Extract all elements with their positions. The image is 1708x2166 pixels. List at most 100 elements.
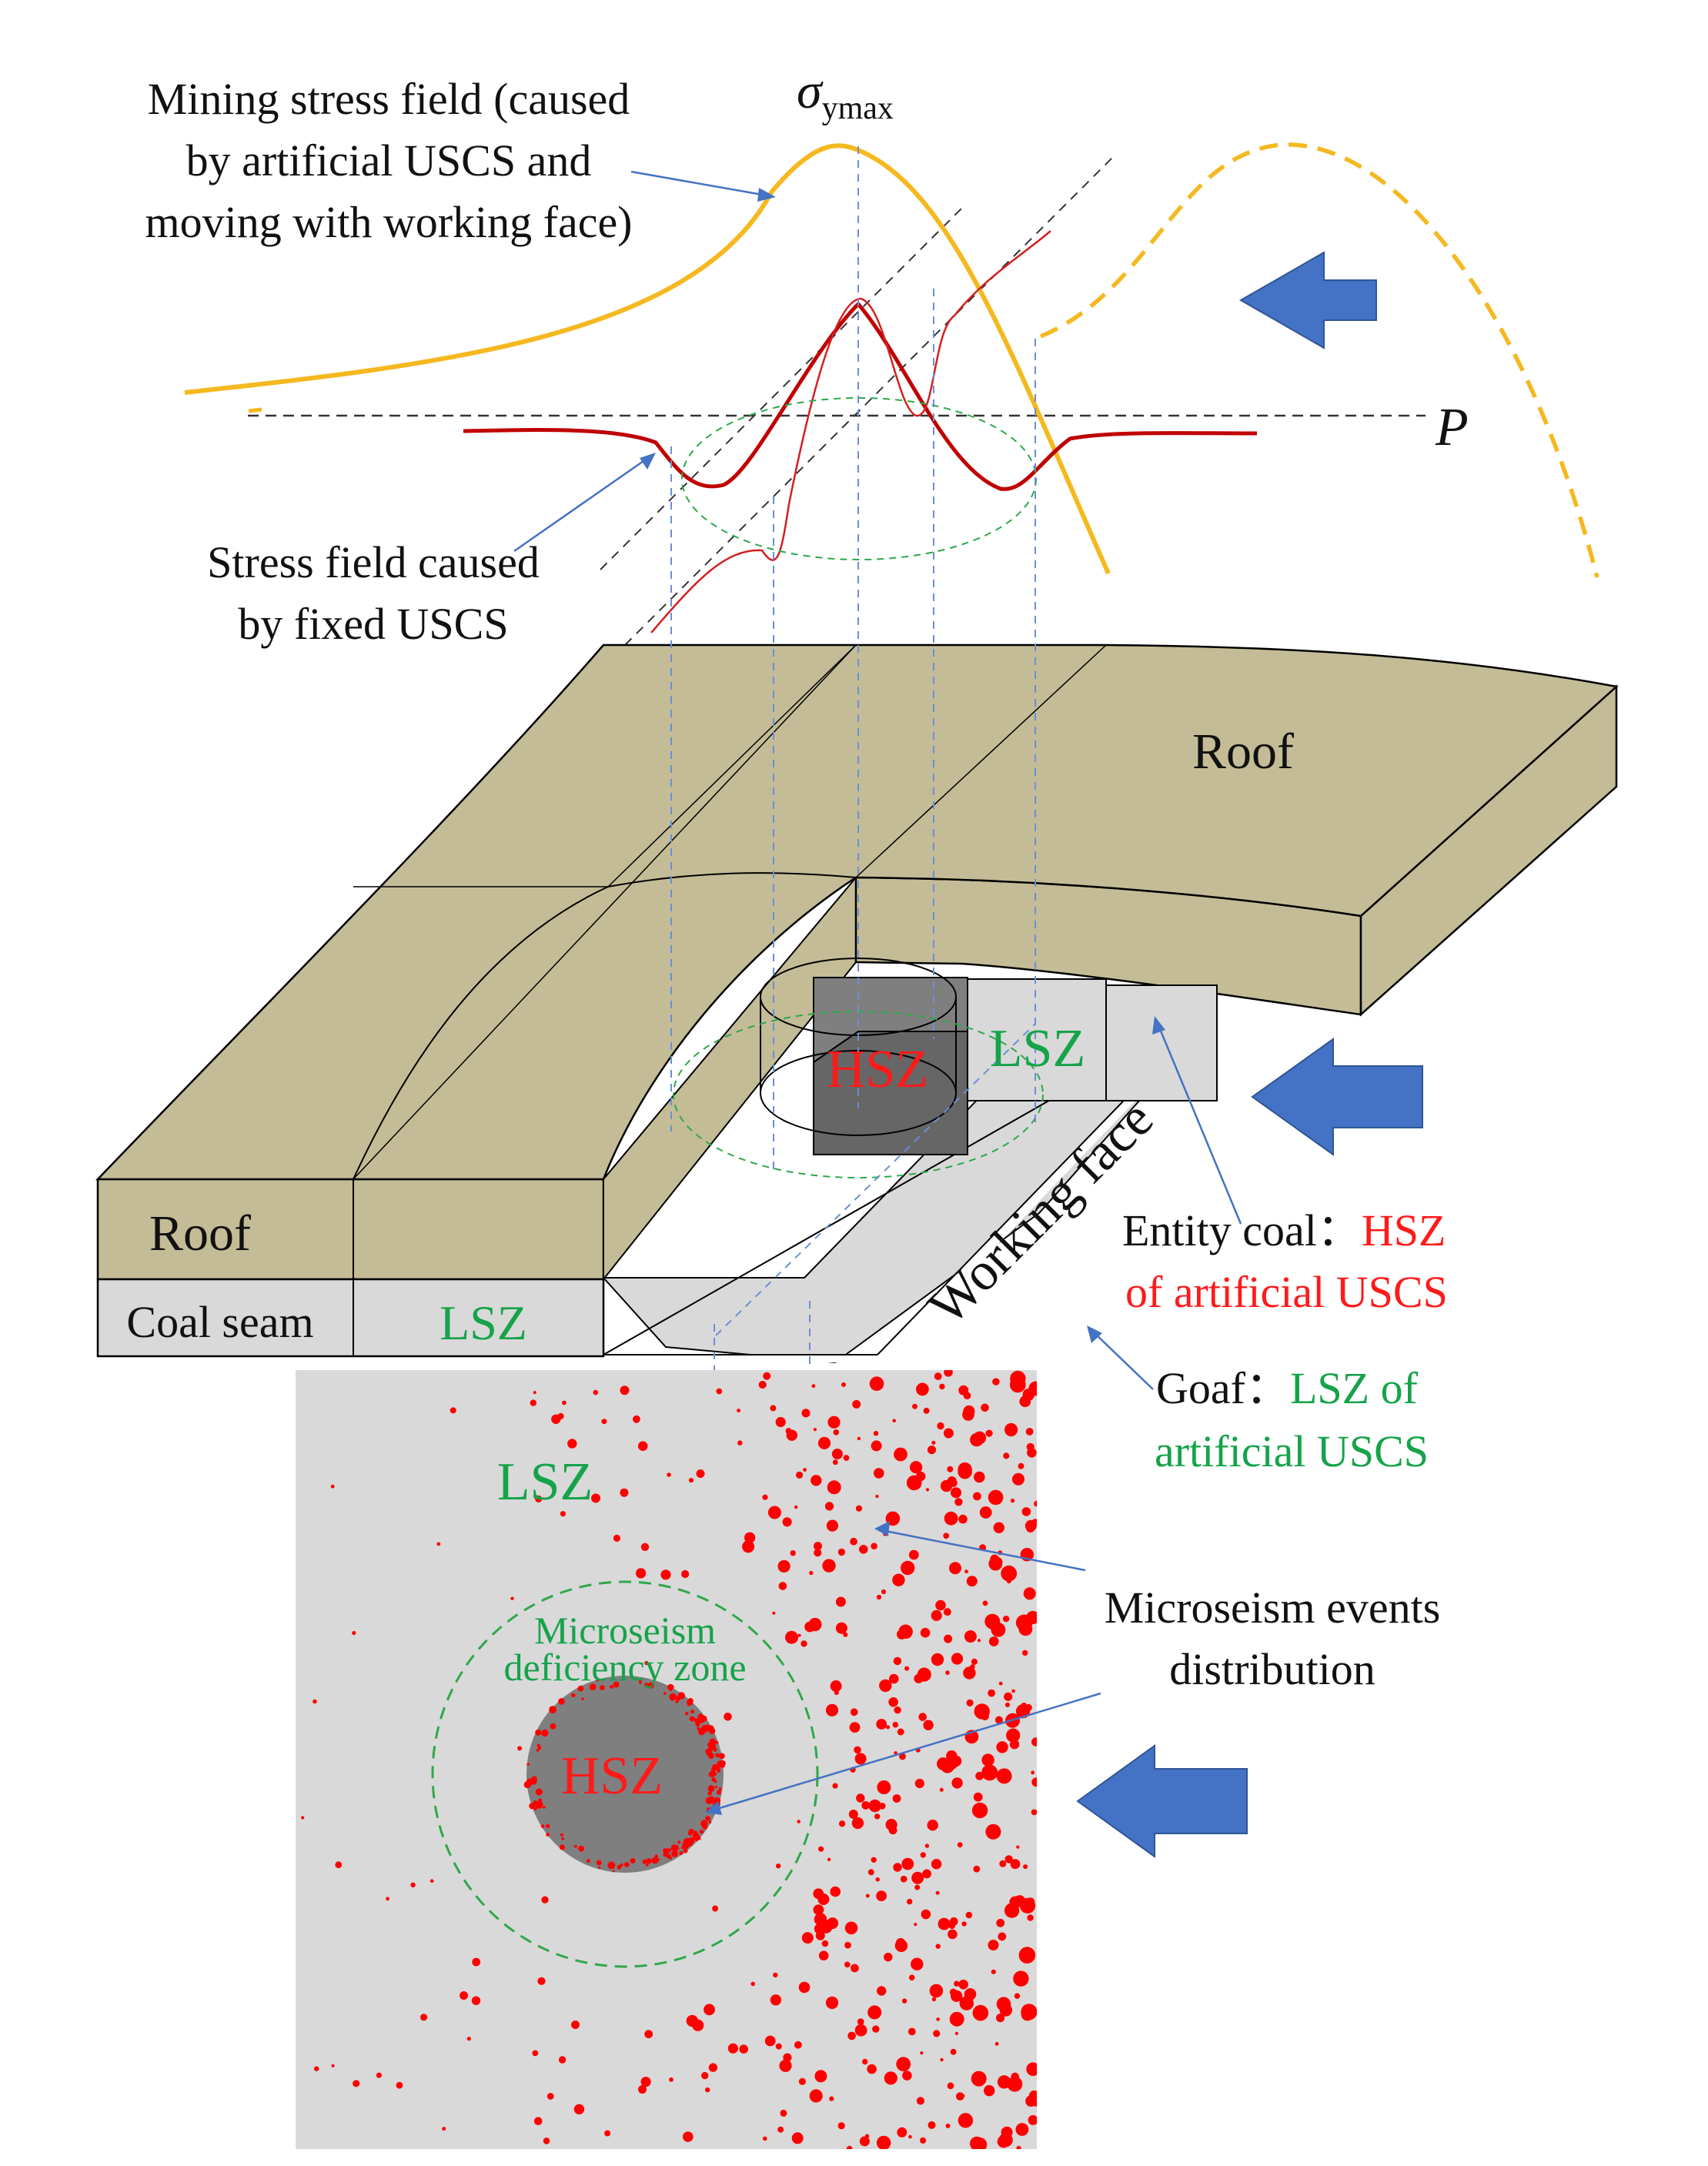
microseism-event-dot <box>644 2030 653 2039</box>
microseism-event-dot <box>862 2058 868 2065</box>
microseism-event-dot <box>696 1469 705 1478</box>
microseism-event-dot <box>908 1549 919 1560</box>
microseism-event-dot <box>831 1449 843 1459</box>
microseism-event-dot <box>827 1917 839 1930</box>
hsz-boundary-event-dot <box>577 1685 584 1692</box>
microseism-event-dot <box>541 1896 549 1904</box>
microseism-event-dot <box>701 2071 709 2080</box>
microseism-event-dot <box>613 1534 621 1542</box>
microseism-event-dot <box>824 1502 834 1511</box>
lsz-map-label: LSZ <box>497 1452 593 1512</box>
deficiency-zone-circle <box>431 1580 819 1968</box>
microseism-event-dot <box>727 2043 739 2054</box>
entity-coal-label-2: of artificial USCS <box>1125 1267 1448 1317</box>
hsz-boundary-event-dot <box>718 1753 725 1760</box>
microseism-event-dot <box>818 1950 829 1960</box>
microseism-event-dot <box>920 2137 927 2144</box>
microseism-event-dot <box>764 2035 776 2047</box>
microseism-event-dot <box>640 1543 650 1552</box>
microseism-event-dot <box>530 1399 536 1406</box>
microseism-event-dot <box>947 2082 954 2090</box>
microseism-event-dot <box>892 1794 901 1803</box>
microseism-event-dot <box>929 1984 944 1998</box>
microseism-event-dot <box>966 1576 978 1587</box>
microseism-event-dot <box>762 1494 768 1500</box>
microseism-event-dot <box>867 2064 877 2074</box>
microseism-event-dot <box>591 1493 600 1503</box>
hsz-boundary-event-dot <box>689 1716 695 1722</box>
microseism-event-dot <box>813 1888 824 1900</box>
microseism-event-dot <box>640 2077 651 2087</box>
hsz-boundary-event-dot <box>663 1852 668 1857</box>
entity-coal-pointer-head <box>1152 1016 1165 1035</box>
hsz-map-label: HSZ <box>561 1747 663 1806</box>
hsz-boundary-event-dot <box>549 1706 557 1714</box>
mining-stress-stub <box>248 407 262 413</box>
microseism-event-dot <box>843 1632 848 1637</box>
microseism-event-dot <box>1016 2145 1021 2149</box>
lsz-front-label: LSZ <box>440 1295 527 1350</box>
microseism-event-dot <box>861 1801 871 1810</box>
microseism-event-dot <box>949 2011 964 2027</box>
microseism-event-dot <box>353 2080 360 2087</box>
goaf-pointer <box>1092 1331 1154 1390</box>
microseism-event-dot <box>959 1996 974 2011</box>
strata-block <box>95 146 1619 1640</box>
microseism-event-dot <box>705 2087 710 2093</box>
microseism-event-dot <box>874 1813 881 1820</box>
microseism-event-dot <box>1011 1689 1015 1693</box>
microseism-event-dot <box>973 1492 981 1501</box>
microseism-event-dot <box>830 1886 841 1897</box>
microseism-event-dot <box>767 1506 781 1519</box>
hsz-boundary-event-dot <box>708 1753 714 1760</box>
microseism-event-dot <box>546 2093 554 2100</box>
microseism-event-dot <box>786 1429 797 1441</box>
microseism-event-dot <box>821 1940 829 1947</box>
microseism-event-dot <box>801 1932 814 1944</box>
microseism-event-dot <box>1004 1855 1013 1863</box>
mining-stress-curve <box>184 143 1111 575</box>
microseism-event-dot <box>1004 1692 1013 1701</box>
microseism-event-dot <box>620 1386 630 1396</box>
microseism-event-dot <box>918 1713 927 1721</box>
microseism-event-dot <box>996 1768 1012 1784</box>
microseism-event-dot <box>854 2024 867 2037</box>
hsz-boundary-event-dot <box>692 1833 700 1840</box>
microseism-event-dot <box>945 1761 954 1770</box>
microseism-event-dot <box>996 1918 1005 1927</box>
microseism-event-dot <box>804 1621 815 1633</box>
microseism-event-dot <box>1031 1777 1037 1787</box>
microseism-event-dot <box>814 1549 822 1557</box>
microseism-event-dot <box>914 1673 924 1683</box>
microseism-event-dot <box>893 1656 902 1666</box>
hsz-boundary-event-dot <box>646 1863 649 1867</box>
hsz-boundary-event-dot <box>673 1849 678 1853</box>
hsz-boundary-event-dot <box>607 1861 616 1870</box>
p-axis-label: P <box>1435 398 1469 457</box>
microseism-event-dot <box>867 2005 882 2020</box>
microseism-event-dot <box>637 1441 648 1451</box>
microseism-event-dot <box>827 1416 841 1429</box>
mining-stress-pointer <box>630 170 772 198</box>
microseism-event-dot <box>885 1819 897 1831</box>
microseism-event-dot <box>892 1573 905 1586</box>
microseism-event-dot <box>958 1514 968 1524</box>
microseism-event-dot <box>939 1787 944 1792</box>
microseism-event-dot <box>814 2070 827 2083</box>
microseism-event-dot <box>667 1472 671 1477</box>
microseism-event-dot <box>827 1480 841 1495</box>
microseism-event-dot <box>949 1917 958 1926</box>
microseism-event-dot <box>943 1608 951 1616</box>
hsz-boundary-event-dot <box>651 1857 659 1864</box>
microseism-event-dot <box>712 1905 719 1912</box>
microseism-event-dot <box>875 1494 879 1499</box>
hsz-boundary-event-dot <box>535 1788 543 1796</box>
hsz-boundary-event-dot <box>536 1743 540 1747</box>
microseism-event-dot <box>985 1823 1001 1840</box>
microseism-event-dot <box>844 1941 851 1949</box>
microseism-event-dot <box>856 1793 865 1803</box>
microseism-event-dot <box>901 1998 907 2004</box>
microseism-event-dot <box>877 1986 887 1996</box>
mining-stress-label-3: moving with working face) <box>145 197 632 247</box>
microseism-event-dot <box>825 1703 839 1716</box>
